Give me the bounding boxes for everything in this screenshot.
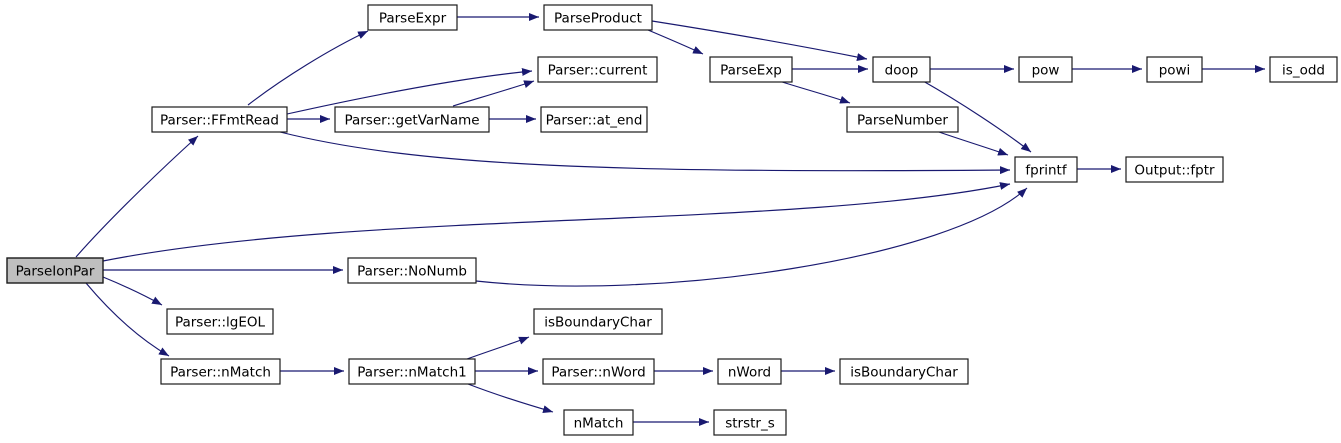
edge-parseionpar-nmatch [86, 283, 169, 356]
node-powi[interactable]: powi [1147, 57, 1202, 82]
edge-parseproduct-parseexp [648, 30, 703, 54]
node-output-fptr[interactable]: Output::fptr [1126, 157, 1223, 182]
node-label: is_odd [1282, 63, 1325, 79]
node-label: ParseExp [720, 63, 782, 79]
node-label: Parser::at_end [546, 113, 643, 129]
node-parser-ffmtread[interactable]: Parser::FFmtRead [152, 107, 287, 132]
node-label: pow [1032, 63, 1060, 79]
node-parser-current[interactable]: Parser::current [538, 57, 657, 82]
node-parsenumber[interactable]: ParseNumber [847, 107, 958, 132]
node-parser-nmatch1[interactable]: Parser::nMatch1 [349, 359, 475, 384]
edge-nmatch1-nmatch [468, 384, 553, 412]
node-parseproduct[interactable]: ParseProduct [544, 5, 652, 30]
node-label: Output::fptr [1134, 163, 1215, 179]
node-isboundarychar[interactable]: isBoundaryChar [534, 309, 662, 334]
node-parser-nmatch[interactable]: Parser::nMatch [161, 359, 280, 384]
node-label: isBoundaryChar [850, 365, 958, 381]
node-label: Parser::NoNumb [357, 264, 467, 280]
node-parser-at-end[interactable]: Parser::at_end [541, 107, 647, 132]
node-label: Parser::nMatch1 [357, 365, 466, 381]
edge-parseexp-parsenumber [779, 81, 850, 103]
node-label: strstr_s [725, 416, 775, 432]
node-isboundarychar-2[interactable]: isBoundaryChar [840, 359, 968, 384]
edge-parseionpar-lgeol [103, 277, 162, 305]
node-is-odd[interactable]: is_odd [1270, 57, 1337, 82]
node-doop[interactable]: doop [873, 57, 930, 82]
edge-ffmtread-parseexpr [248, 31, 368, 105]
edge-parseionpar-fprintf [103, 184, 1010, 261]
node-label: Parser::FFmtRead [160, 113, 279, 129]
node-label: Parser::getVarName [344, 113, 479, 129]
edge-parsenumber-fprintf [936, 131, 1008, 155]
node-label: nWord [728, 365, 771, 381]
node-parser-nword[interactable]: Parser::nWord [543, 359, 654, 384]
node-label: powi [1159, 63, 1191, 79]
node-label: Parser::lgEOL [175, 315, 266, 331]
node-parser-getvarname[interactable]: Parser::getVarName [335, 107, 489, 132]
node-label: ParseProduct [554, 11, 642, 27]
node-fprintf[interactable]: fprintf [1015, 157, 1077, 182]
edge-parseproduct-doop [652, 21, 867, 59]
node-pow[interactable]: pow [1019, 57, 1072, 82]
edge-parseionpar-ffmtread [76, 136, 198, 257]
node-parseexp[interactable]: ParseExp [710, 57, 792, 82]
node-label: nMatch [574, 416, 624, 432]
node-label: ParseIonPar [16, 264, 95, 280]
edge-nmatch1-isboundarychar [467, 337, 529, 359]
edge-ffmtread-fprintf [280, 132, 1010, 171]
node-label: doop [885, 63, 919, 79]
node-nmatch[interactable]: nMatch [564, 410, 633, 435]
node-strstr-s[interactable]: strstr_s [714, 410, 786, 435]
node-label: Parser::nWord [551, 365, 645, 381]
node-label: Parser::nMatch [170, 365, 271, 381]
edge-nonumb-fprintf [476, 188, 1027, 286]
node-parseionpar[interactable]: ParseIonPar [7, 258, 103, 283]
edge-getvarname-current [453, 81, 534, 106]
node-label: ParseNumber [857, 113, 948, 129]
node-nword[interactable]: nWord [718, 359, 781, 384]
node-label: ParseExpr [379, 11, 447, 27]
node-label: isBoundaryChar [544, 315, 652, 331]
node-parser-lgeol[interactable]: Parser::lgEOL [167, 309, 273, 334]
node-parser-nonumb[interactable]: Parser::NoNumb [348, 258, 476, 283]
node-parseexpr[interactable]: ParseExpr [368, 5, 457, 30]
node-label: fprintf [1025, 163, 1067, 179]
node-label: Parser::current [548, 63, 648, 79]
